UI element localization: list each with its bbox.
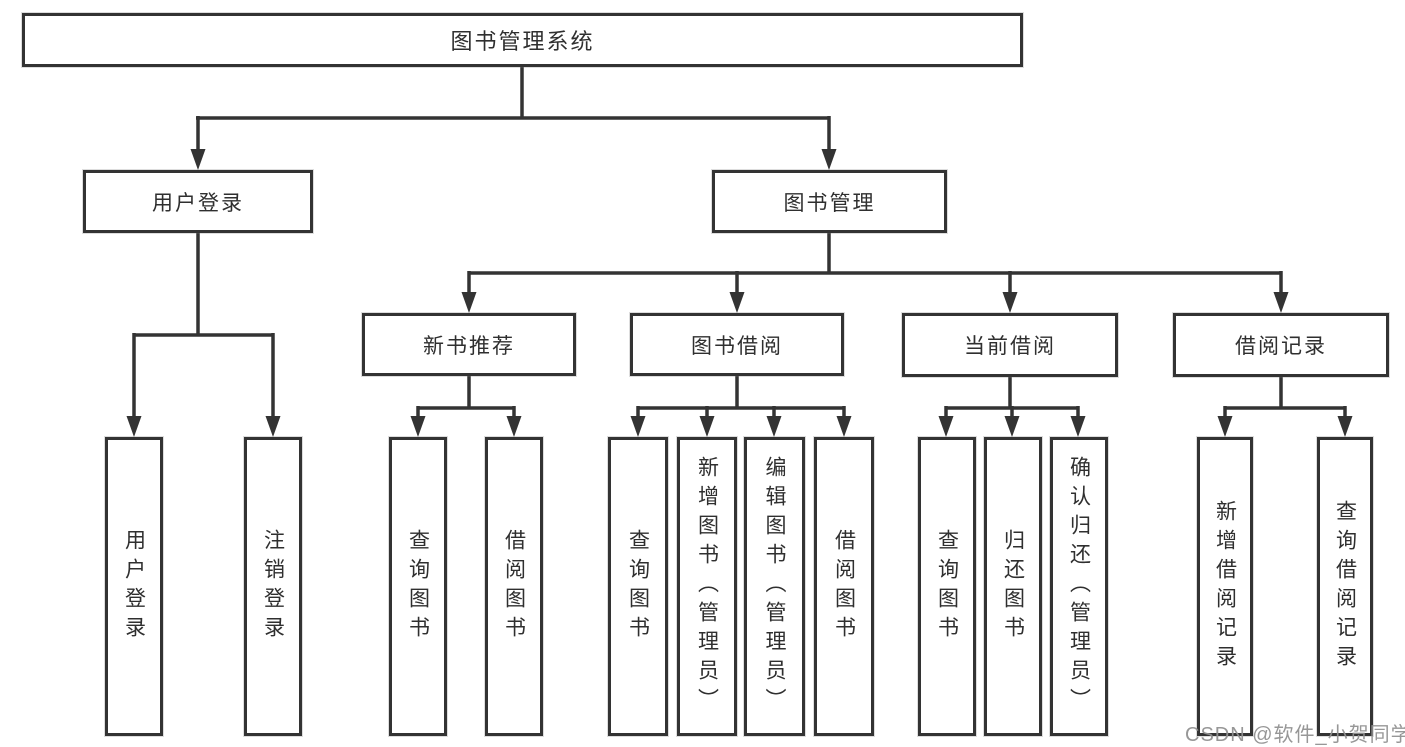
leaf-query-books-1-label: 查询图书 (406, 528, 430, 645)
node-borrow-records-label: 借阅记录 (1235, 335, 1327, 358)
node-root-label: 图书管理系统 (450, 29, 595, 54)
leaf-borrow-books-2-label: 借阅图书 (832, 528, 856, 645)
leaf-edit-books-admin: 编辑图书（管理员） (744, 437, 805, 736)
node-root: 图书管理系统 (22, 13, 1023, 67)
leaf-query-books-3: 查询图书 (918, 437, 976, 736)
leaf-add-borrow-record: 新增借阅记录 (1197, 437, 1253, 736)
node-new-book-recommend-label: 新书推荐 (423, 334, 515, 358)
leaf-return-books: 归还图书 (984, 437, 1042, 736)
leaf-add-books-admin: 新增图书（管理员） (677, 437, 737, 736)
leaf-borrow-books-2: 借阅图书 (814, 437, 874, 736)
node-current-borrow: 当前借阅 (902, 313, 1118, 377)
leaf-query-books-1: 查询图书 (389, 437, 447, 736)
leaf-edit-books-admin-label: 编辑图书（管理员） (763, 456, 786, 717)
leaf-add-books-admin-label: 新增图书（管理员） (695, 456, 719, 717)
node-user-login: 用户登录 (83, 170, 313, 233)
node-book-management: 图书管理 (712, 170, 947, 233)
leaf-logout: 注销登录 (244, 437, 302, 736)
leaf-query-books-2: 查询图书 (608, 437, 668, 736)
leaf-borrow-books-1-label: 借阅图书 (502, 528, 526, 645)
node-book-borrow: 图书借阅 (630, 313, 844, 376)
leaf-return-books-label: 归还图书 (1001, 528, 1025, 645)
leaf-confirm-return-admin-label: 确认归还（管理员） (1067, 456, 1091, 717)
node-book-management-label: 图书管理 (783, 191, 876, 215)
leaf-add-borrow-record-label: 新增借阅记录 (1213, 499, 1237, 674)
node-current-borrow-label: 当前借阅 (964, 335, 1056, 358)
csdn-watermark: CSDN @软件_小贺同学 (1185, 724, 1405, 746)
leaf-query-books-3-label: 查询图书 (935, 528, 959, 645)
leaf-query-borrow-record: 查询借阅记录 (1317, 437, 1373, 736)
node-borrow-records: 借阅记录 (1173, 313, 1389, 377)
leaf-confirm-return-admin: 确认归还（管理员） (1050, 437, 1108, 736)
node-book-borrow-label: 图书借阅 (691, 334, 783, 358)
leaf-query-borrow-record-label: 查询借阅记录 (1333, 499, 1357, 674)
leaf-query-books-2-label: 查询图书 (626, 528, 650, 645)
node-new-book-recommend: 新书推荐 (362, 313, 576, 376)
leaf-borrow-books-1: 借阅图书 (485, 437, 543, 736)
leaf-logout-label: 注销登录 (261, 528, 285, 645)
leaf-user-login-label: 用户登录 (122, 528, 146, 645)
leaf-user-login: 用户登录 (105, 437, 163, 736)
node-user-login-label: 用户登录 (152, 191, 244, 215)
